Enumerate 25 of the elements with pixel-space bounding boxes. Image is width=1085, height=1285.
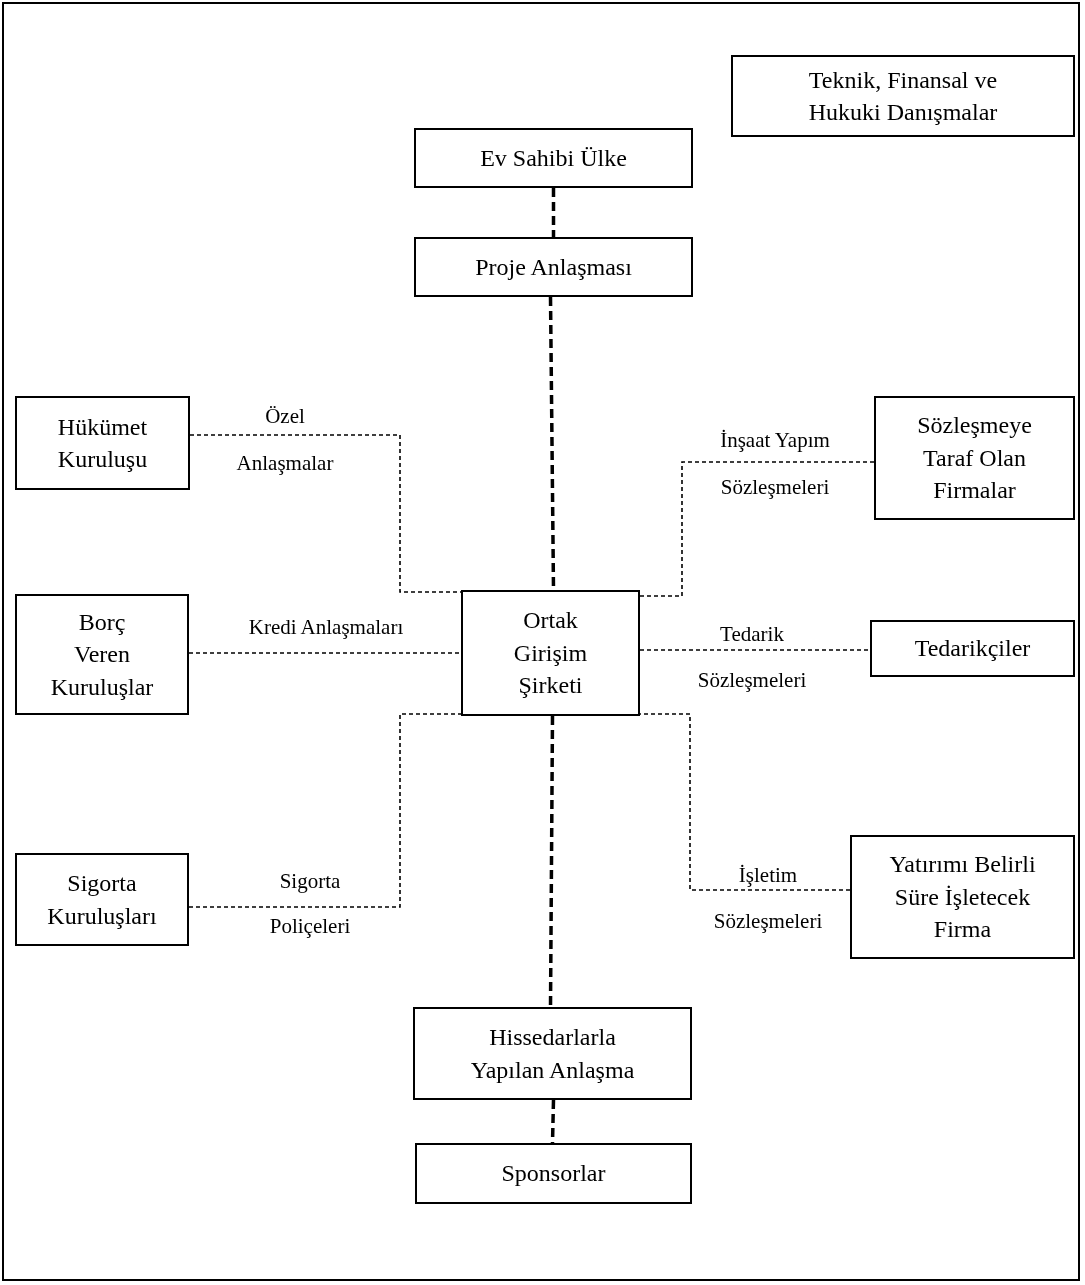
text-box: Hissedarlarla Yapılan Anlaşma <box>413 1007 692 1100</box>
connector-line <box>639 461 875 597</box>
connector-line <box>548 716 555 1007</box>
connector-line <box>188 652 462 654</box>
text-box: Hükümet Kuruluşu <box>15 396 190 490</box>
text-box: Borç Veren Kuruluşlar <box>15 594 189 715</box>
text-box: Ev Sahibi Ülke <box>414 128 693 188</box>
connector-line <box>188 713 462 908</box>
connector-line <box>550 1099 556 1144</box>
text-box: Proje Anlaşması <box>414 237 693 297</box>
text-box: Teknik, Finansal ve Hukuki Danışmalar <box>731 55 1075 137</box>
edge-label: Özel Anlaşmalar <box>235 403 335 477</box>
edge-label: Kredi Anlaşmaları <box>247 614 405 641</box>
text-box: Sponsorlar <box>415 1143 692 1204</box>
edge-label: İşletim Sözleşmeleri <box>712 862 824 935</box>
text-box: Yatırımı Belirli Süre İşletecek Firma <box>850 835 1075 959</box>
text-box: Tedarikçiler <box>870 620 1075 677</box>
text-box: Ortak Girişim Şirketi <box>461 590 640 716</box>
connector-line <box>551 188 556 237</box>
text-box: Sözleşmeye Taraf Olan Firmalar <box>874 396 1075 520</box>
edge-label: İnşaat Yapım Sözleşmeleri <box>719 427 831 501</box>
edge-label: Sigorta Poliçeleri <box>268 868 352 940</box>
edge-label: Tedarik Sözleşmeleri <box>696 621 808 694</box>
connector-line <box>639 649 871 651</box>
text-box: Sigorta Kuruluşları <box>15 853 189 946</box>
